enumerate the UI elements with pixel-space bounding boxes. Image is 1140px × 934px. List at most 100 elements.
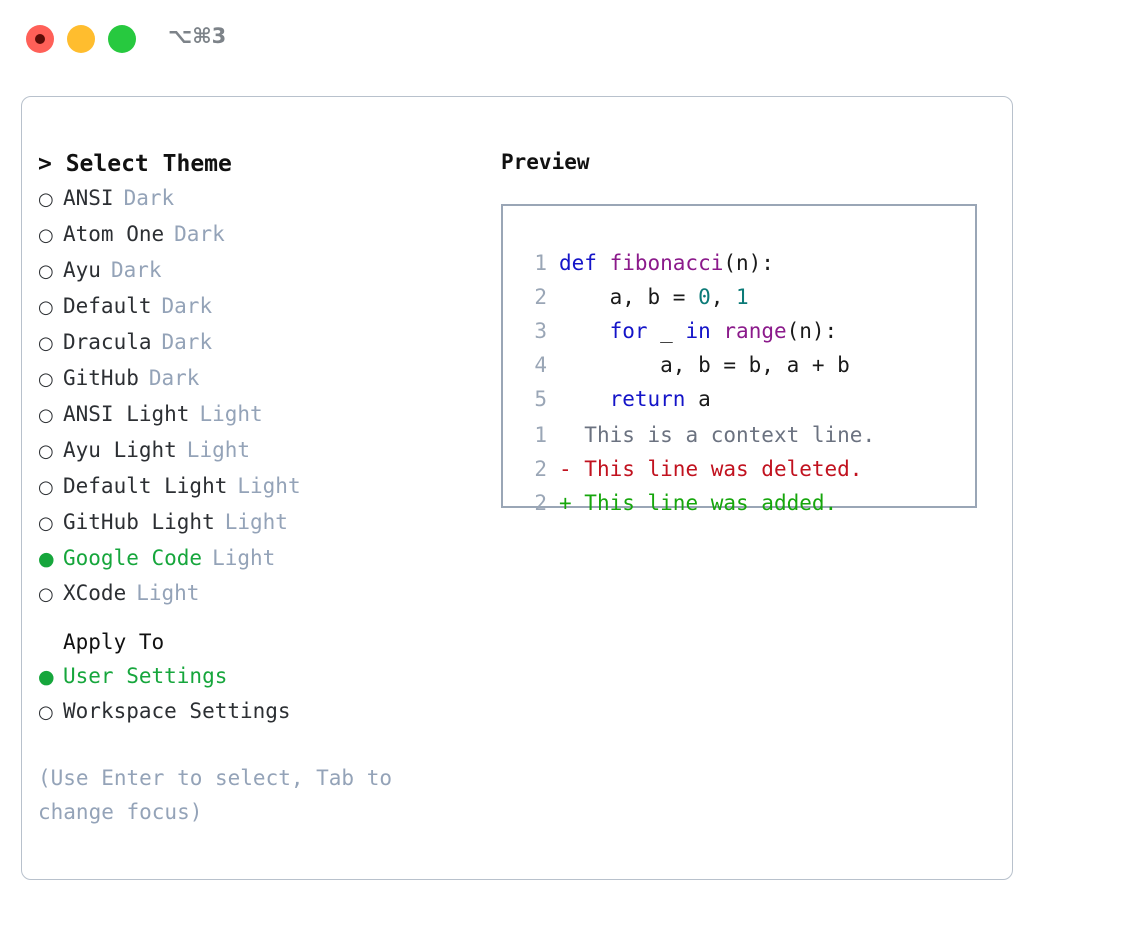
code-text: for _ in range(n): [559, 314, 838, 348]
radio-unselected-icon: ○ [38, 261, 54, 282]
theme-name: Ayu Light [63, 438, 177, 462]
code-token-kw: return [609, 387, 686, 411]
code-token-pl: (n): [786, 319, 838, 343]
theme-variant-tag: Light [237, 474, 301, 498]
diff-text: This is a context line. [559, 418, 875, 452]
theme-variant-tag: Light [224, 510, 288, 534]
theme-name: Ayu [63, 258, 101, 282]
theme-option-dracula[interactable]: ○ Dracula Dark [38, 325, 478, 361]
radio-unselected-icon: ○ [38, 369, 54, 390]
theme-option-ansi[interactable]: ○ ANSI Dark [38, 181, 478, 217]
theme-option-ayu-light[interactable]: ○ Ayu Light Light [38, 433, 478, 469]
code-text: a, b = b, a + b [559, 348, 850, 382]
radio-unselected-icon: ○ [38, 702, 54, 723]
diff-line-add: 2+ This line was added. [521, 486, 967, 520]
diff-line-ctx: 1 This is a context line. [521, 418, 967, 452]
code-line: 4 a, b = b, a + b [521, 348, 967, 382]
line-number: 5 [534, 387, 547, 411]
diff-text: - This line was deleted. [559, 452, 862, 486]
theme-name: Google Code [63, 546, 203, 570]
theme-variant-tag: Light [136, 581, 200, 605]
code-token-pl: , [710, 285, 737, 309]
title-bar: ⌥⌘3 [0, 0, 1140, 78]
diff-content: This line was deleted. [571, 457, 863, 481]
code-token-pl: a [685, 387, 711, 411]
line-number: 2 [534, 457, 547, 481]
line-number: 1 [534, 423, 547, 447]
theme-variant-tag: Light [199, 402, 263, 426]
code-text: return a [559, 382, 711, 416]
line-number: 1 [534, 251, 547, 275]
apply-to-option-workspace-settings[interactable]: ○ Workspace Settings [38, 694, 478, 730]
theme-variant-tag: Dark [161, 294, 213, 318]
apply-to-group: Apply To ●User Settings○Workspace Settin… [38, 625, 478, 730]
apply-to-option-user-settings[interactable]: ● User Settings [38, 659, 478, 694]
apply-to-option-label: User Settings [63, 664, 228, 688]
code-token-pl: _ [647, 319, 686, 343]
theme-variant-tag: Light [186, 438, 251, 462]
code-line: 5 return a [521, 382, 967, 416]
theme-variant-tag: Dark [110, 258, 162, 282]
line-number: 3 [534, 319, 547, 343]
code-token-fn: range [723, 319, 787, 343]
theme-name: Default [63, 294, 152, 318]
radio-selected-icon: ● [38, 548, 55, 570]
theme-name: Default Light [63, 474, 228, 498]
radio-selected-icon: ● [38, 666, 55, 688]
radio-unselected-icon: ○ [38, 513, 54, 534]
code-line: 3 for _ in range(n): [521, 314, 967, 348]
line-number: 2 [534, 491, 547, 515]
code-token-kw: def [559, 251, 610, 275]
theme-variant-tag: Dark [123, 186, 175, 210]
radio-unselected-icon: ○ [38, 441, 54, 462]
theme-name: Dracula [63, 330, 152, 354]
diff-content: This line was added. [571, 491, 838, 515]
window-controls [26, 25, 136, 53]
minimize-window-button[interactable] [67, 25, 95, 53]
theme-option-default[interactable]: ○ Default Dark [38, 289, 478, 325]
code-token-kw: for [609, 319, 648, 343]
code-token-fn: fibonacci [609, 251, 724, 275]
code-token-pl [559, 319, 610, 343]
radio-unselected-icon: ○ [38, 225, 54, 246]
keyboard-shortcut-badge: ⌥⌘3 [168, 24, 227, 48]
radio-unselected-icon: ○ [38, 297, 54, 318]
radio-unselected-icon: ○ [38, 189, 54, 210]
maximize-window-button[interactable] [108, 25, 136, 53]
radio-unselected-icon: ○ [38, 333, 54, 354]
theme-option-google-code[interactable]: ● Google Code Light [38, 541, 478, 576]
preview-title: Preview [501, 150, 590, 174]
theme-option-xcode[interactable]: ○ XCode Light [38, 576, 478, 612]
diff-line-del: 2 - This line was deleted. [521, 452, 967, 486]
line-number: 4 [534, 353, 547, 377]
theme-name: ANSI [63, 186, 114, 210]
code-line: 2 a, b = 0, 1 [521, 280, 967, 314]
theme-name: Atom One [63, 222, 165, 246]
theme-variant-tag: Light [212, 546, 276, 570]
code-token-pl [711, 319, 724, 343]
theme-variant-tag: Dark [148, 366, 200, 390]
code-text: def fibonacci(n): [559, 246, 774, 280]
diff-marker [559, 423, 572, 447]
theme-variant-tag: Dark [161, 330, 213, 354]
apply-to-option-label: Workspace Settings [63, 699, 291, 723]
code-text: a, b = 0, 1 [559, 280, 749, 314]
line-number: 2 [534, 285, 547, 309]
close-window-button[interactable] [26, 25, 54, 53]
code-token-num: 1 [736, 285, 749, 309]
radio-unselected-icon: ○ [38, 584, 54, 605]
code-token-pl: a, b = [559, 285, 699, 309]
theme-name: ANSI Light [63, 402, 190, 426]
theme-option-ayu[interactable]: ○ Ayu Dark [38, 253, 478, 289]
theme-name: XCode [63, 581, 127, 605]
